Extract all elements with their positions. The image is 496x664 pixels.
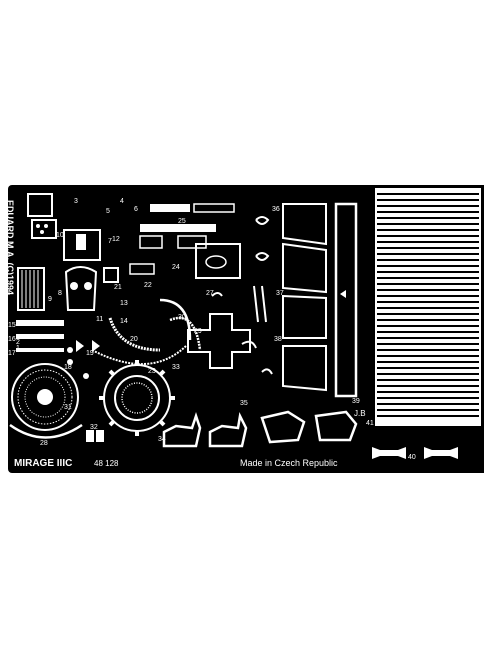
part-number: 24 <box>172 264 180 271</box>
console-strip-parts <box>103 203 241 283</box>
loop-parts <box>211 216 273 375</box>
part-number: 14 <box>120 318 128 325</box>
made-in-text: Made in Czech Republic <box>240 458 338 468</box>
part-number: 11 <box>96 316 104 323</box>
part-number: 33 <box>172 364 180 371</box>
part-number: 13 <box>120 300 128 307</box>
part-number: 19 <box>86 350 94 357</box>
fret-scale-number: 48 128 <box>94 459 119 468</box>
part-number: 41 <box>366 420 374 427</box>
part-number: 9 <box>48 296 52 303</box>
ribbed-panel <box>375 188 481 426</box>
part-number: 5 <box>106 208 110 215</box>
part-number: 15 <box>8 322 16 329</box>
part-number: 20 <box>130 336 138 343</box>
part-number: 23 <box>148 368 156 375</box>
part-number: 40 <box>408 454 416 461</box>
initials-text: J.B <box>354 409 366 418</box>
part-number: 7 <box>108 238 112 245</box>
part-number: 6 <box>134 206 138 213</box>
part-39 <box>334 202 358 398</box>
small-bits <box>67 340 104 442</box>
part-number: 17 <box>8 350 16 357</box>
part-number: 35 <box>240 400 248 407</box>
part-number: 27 <box>206 290 214 297</box>
part-number: 10 <box>56 232 64 239</box>
part-number: 3 <box>74 198 78 205</box>
part-number: 25 <box>178 218 186 225</box>
part-number: 38 <box>274 336 282 343</box>
part-number: 8 <box>58 290 62 297</box>
part-number: 36 <box>272 206 280 213</box>
part-number: 32 <box>90 424 98 431</box>
curved-strips <box>91 298 202 366</box>
part-29 <box>187 313 251 369</box>
part-number: 31 <box>64 404 72 411</box>
part-number: 12 <box>112 236 120 243</box>
part-number: 39 <box>352 398 360 405</box>
part-number: 29 <box>194 328 202 335</box>
fret-title: MIRAGE IIIC <box>14 458 73 469</box>
part-number: 21 <box>114 284 122 291</box>
gear-part <box>99 360 175 436</box>
part-number: 37 <box>276 290 284 297</box>
part-number: 26 <box>166 206 174 213</box>
panel-parts <box>282 203 327 392</box>
part-number: 34 <box>158 436 166 443</box>
part-number: 16 <box>8 336 16 343</box>
fan-disc-part <box>9 363 83 439</box>
bracket-parts <box>162 410 358 448</box>
part-number: 18 <box>64 364 72 371</box>
instrument-panel-parts <box>16 193 101 352</box>
part-number: 28 <box>40 440 48 447</box>
part-number: 22 <box>144 282 152 289</box>
part-40 <box>372 447 458 459</box>
part-number: 30 <box>178 314 186 321</box>
part-number: 1 <box>16 345 20 352</box>
part-number: 4 <box>120 198 124 205</box>
part-number: 2 <box>16 339 20 346</box>
manufacturer-copyright-text: EDUARD M.A. (C)1994 <box>5 200 15 296</box>
